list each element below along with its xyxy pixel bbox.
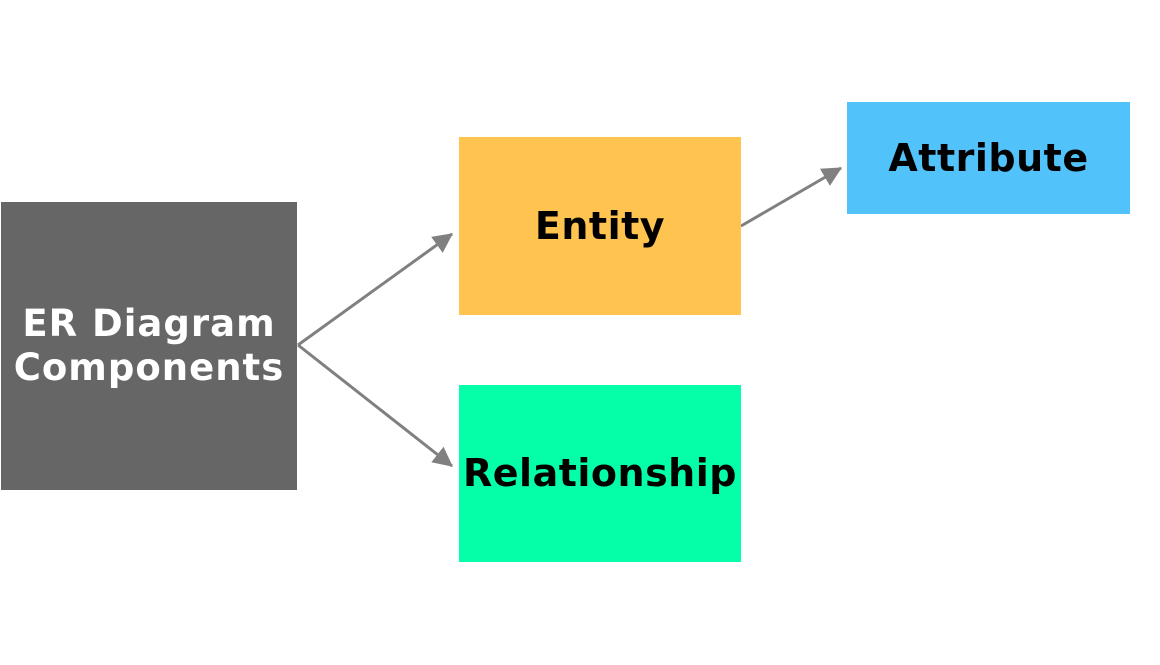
node-er-diagram-components[interactable]: ER Diagram Components: [1, 202, 297, 490]
node-attribute[interactable]: Attribute: [847, 102, 1130, 214]
edge-root-to-relationship: [297, 343, 453, 468]
edge-root-to-entity: [297, 232, 453, 347]
edge-entity-to-attribute: [740, 166, 843, 228]
node-attribute-label: Attribute: [888, 135, 1089, 180]
node-relationship-label: Relationship: [463, 451, 737, 496]
node-root-label: ER Diagram Components: [13, 302, 285, 389]
node-entity-label: Entity: [534, 203, 666, 248]
node-relationship[interactable]: Relationship: [459, 385, 741, 562]
node-entity[interactable]: Entity: [459, 137, 741, 315]
